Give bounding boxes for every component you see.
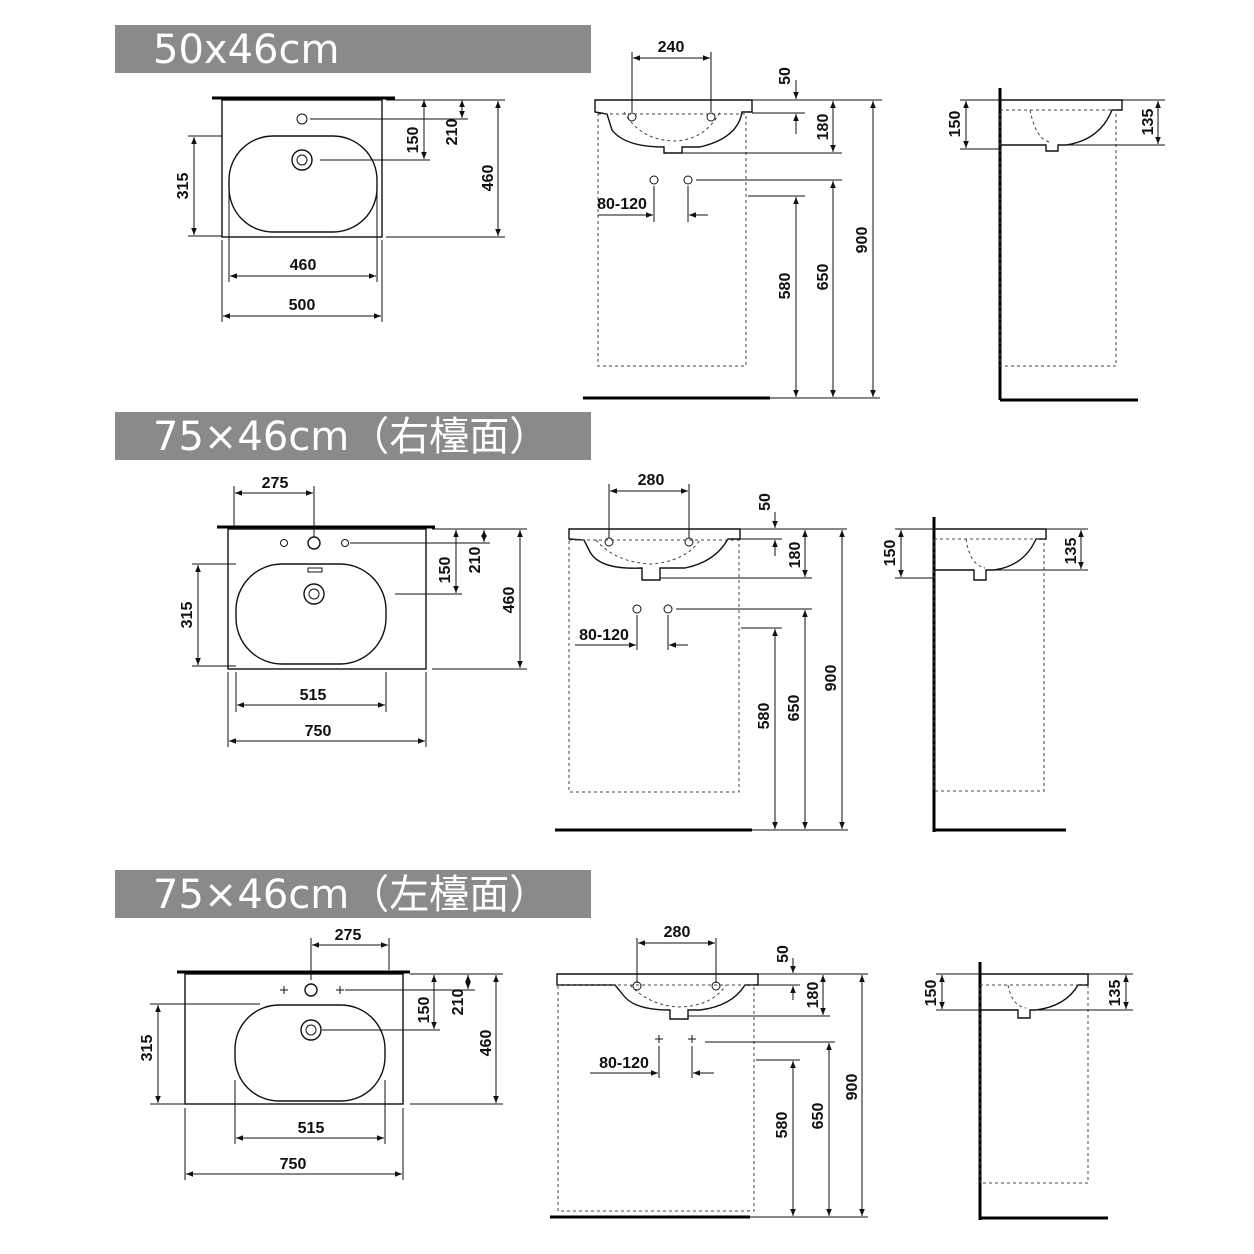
- dim-bowl-width: 460: [290, 257, 317, 274]
- dim-hole-depth: 150: [405, 127, 422, 154]
- dim-height: 900: [823, 665, 840, 692]
- dim-hole-depth: 150: [437, 557, 454, 584]
- dim-rim: 50: [757, 493, 774, 511]
- dim-bowl-depth: 315: [179, 602, 196, 629]
- section-1-plan-view: 315 150 210 460 460 500: [175, 96, 505, 322]
- dim-hole-depth: 150: [416, 997, 433, 1024]
- dim-side-left: 150: [923, 980, 940, 1007]
- dim-bowl-depth: 315: [139, 1035, 156, 1062]
- dim-bowl-height: 180: [815, 114, 832, 141]
- dim-bowl-width: 515: [298, 1120, 325, 1137]
- section-3-title: 75×46cm（左檯面）: [115, 870, 591, 918]
- section-2-plan-view: 275 315 150 210 460 515 750: [179, 475, 527, 747]
- dim-side-left: 150: [882, 540, 899, 567]
- dim-rim: 50: [777, 67, 794, 85]
- dim-side-right: 135: [1140, 109, 1157, 136]
- dim-pipe-spacing: 80-120: [599, 1055, 649, 1072]
- dim-pipe-low: 580: [756, 703, 773, 730]
- dim-height: 900: [844, 1074, 861, 1101]
- dim-depth: 460: [480, 165, 497, 192]
- dim-rim: 50: [775, 945, 792, 963]
- dim-height: 900: [854, 227, 871, 254]
- dim-tap-spacing: 240: [658, 39, 685, 56]
- dim-pipe-spacing: 80-120: [579, 627, 629, 644]
- dim-depth: 460: [478, 1030, 495, 1057]
- dim-tap-depth: 210: [467, 547, 484, 574]
- dim-top-width: 275: [335, 927, 362, 944]
- dim-tap-depth: 210: [444, 119, 461, 146]
- section-1-side-view: 150 135: [947, 88, 1165, 402]
- dim-tap-spacing: 280: [664, 924, 691, 941]
- dim-bowl-width: 515: [300, 687, 327, 704]
- section-3-plan-view: 275 315 150 210 460 515 750: [139, 927, 503, 1180]
- section-2-side-view: 150 135: [882, 517, 1088, 832]
- dim-pipe-high: 650: [786, 695, 803, 722]
- dim-side-right: 135: [1063, 538, 1080, 565]
- section-3-side-view: 150 135: [923, 962, 1133, 1220]
- dim-side-right: 135: [1107, 980, 1124, 1007]
- dim-pipe-low: 580: [774, 1112, 791, 1139]
- dim-tap-depth: 210: [450, 989, 467, 1016]
- dim-pipe-low: 580: [777, 273, 794, 300]
- dim-pipe-high: 650: [815, 264, 832, 291]
- dim-pipe-spacing: 80-120: [597, 196, 647, 213]
- dim-width: 750: [280, 1156, 307, 1173]
- dim-bowl-height: 180: [787, 542, 804, 569]
- dim-pipe-high: 650: [810, 1103, 827, 1130]
- dim-tap-spacing: 280: [638, 472, 665, 489]
- dim-bowl-height: 180: [805, 982, 822, 1009]
- dim-depth: 460: [501, 587, 518, 614]
- section-2-front-view: 280 50 180 80-120 580 650 900: [555, 472, 848, 832]
- section-1-title: 50x46cm: [115, 25, 591, 73]
- dim-width: 500: [289, 297, 316, 314]
- dim-side-left: 150: [947, 111, 964, 138]
- dim-top-width: 275: [262, 475, 289, 492]
- section-2-title: 75×46cm（右檯面）: [115, 412, 591, 460]
- dim-width: 750: [305, 723, 332, 740]
- section-1-front-view: 240 50 180 80-120 580 650 900: [583, 39, 882, 400]
- section-3-front-view: 280 50 180 80-120 580 650 900: [550, 924, 868, 1219]
- dim-bowl-depth: 315: [175, 173, 192, 200]
